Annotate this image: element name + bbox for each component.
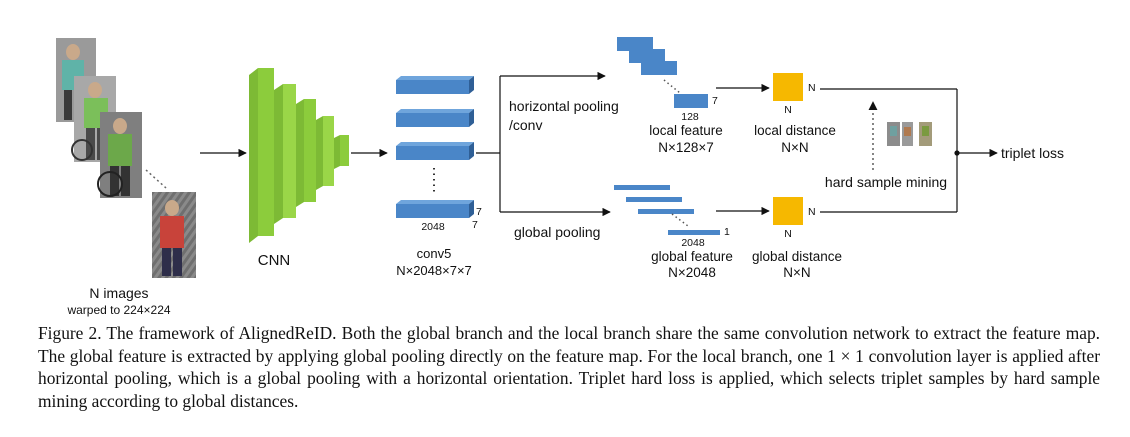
local-distance-matrix bbox=[773, 73, 803, 101]
local-feature-channels: 128 bbox=[681, 111, 699, 123]
global-feature-label: global feature bbox=[651, 249, 733, 264]
mining-label: hard sample mining bbox=[825, 174, 947, 190]
local-distance-size-bottom: N bbox=[784, 104, 792, 116]
global-feature-channels: 2048 bbox=[681, 237, 705, 249]
local-feature-height: 7 bbox=[712, 95, 718, 107]
local-feature-dims: N×128×7 bbox=[658, 140, 714, 155]
conv5-label: conv5 bbox=[417, 246, 452, 261]
global-distance-size-right: N bbox=[808, 206, 816, 218]
local-feature-label: local feature bbox=[649, 123, 723, 138]
feature-slice bbox=[396, 200, 474, 218]
local-distance-dims: N×N bbox=[781, 140, 808, 155]
global-distance-label: global distance bbox=[752, 249, 842, 264]
feature-slice bbox=[396, 76, 474, 94]
input-sublabel: warped to 224×224 bbox=[66, 303, 170, 317]
global-feature-size: 1 bbox=[724, 226, 730, 238]
global-distance-matrix bbox=[773, 197, 803, 225]
conv5-channels: 2048 bbox=[421, 221, 445, 233]
mined-samples bbox=[887, 122, 932, 146]
local-distance-label: local distance bbox=[754, 123, 836, 138]
conv5-height: 7 bbox=[476, 206, 482, 218]
feature-slice bbox=[396, 109, 474, 127]
feature-slice bbox=[396, 142, 474, 160]
person-image bbox=[152, 192, 196, 278]
conv5-dims: N×2048×7×7 bbox=[396, 263, 472, 278]
person-image bbox=[97, 112, 142, 198]
global-feature-dims: N×2048 bbox=[668, 265, 716, 280]
input-images bbox=[56, 38, 196, 278]
output-label: triplet loss bbox=[1001, 145, 1064, 161]
conv5-feature-map bbox=[396, 76, 474, 218]
local-op-line2: /conv bbox=[509, 117, 542, 133]
framework-diagram: N images warped to 224×224 CNN bbox=[56, 37, 1064, 317]
local-feature-stack bbox=[617, 37, 708, 108]
figure-caption: Figure 2. The framework of AlignedReID. … bbox=[38, 322, 1100, 412]
global-op-label: global pooling bbox=[514, 224, 600, 240]
global-distance-size-bottom: N bbox=[784, 228, 792, 240]
global-distance-dims: N×N bbox=[783, 265, 810, 280]
cnn-label: CNN bbox=[258, 252, 291, 269]
local-distance-size-right: N bbox=[808, 82, 816, 94]
conv5-width: 7 bbox=[472, 219, 478, 231]
input-label: N images bbox=[89, 285, 148, 301]
global-feature-stack bbox=[614, 185, 720, 235]
local-op-line1: horizontal pooling bbox=[509, 98, 619, 114]
caption-text: Figure 2. The framework of AlignedReID. … bbox=[38, 323, 1100, 411]
cnn-block bbox=[249, 68, 349, 243]
